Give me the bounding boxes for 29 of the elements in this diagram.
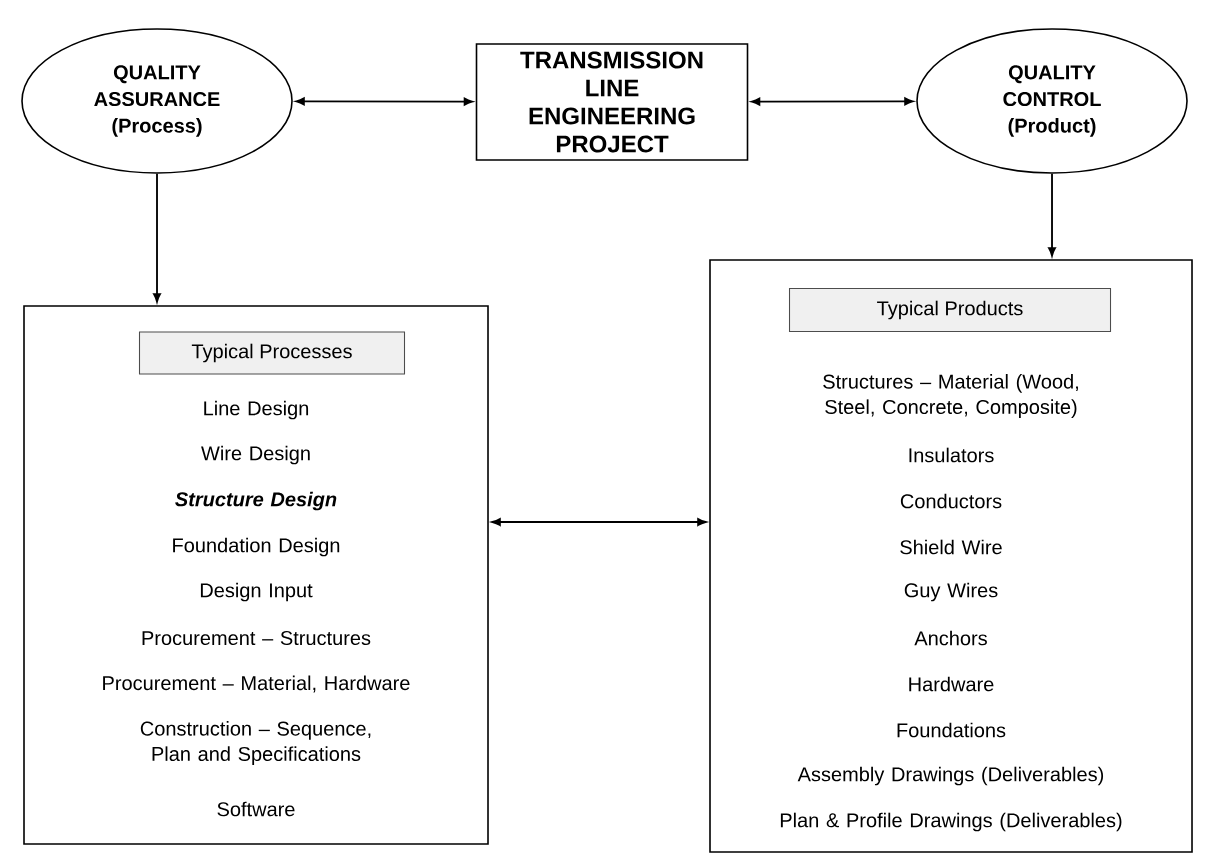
- arrow: [153, 172, 161, 303]
- list-item: Conductors: [900, 493, 1002, 509]
- list-item: Hardware: [909, 676, 994, 692]
- list-item: Foundations: [897, 722, 1006, 738]
- list-item: Wire Design: [201, 445, 310, 465]
- list-item: Design Input: [200, 582, 313, 602]
- arrow: [1048, 172, 1056, 257]
- list-item: Insulators: [909, 447, 994, 463]
- list-box: [709, 259, 1193, 853]
- list-item: Line Design: [204, 400, 309, 420]
- list-item: Plan & Profile Drawings (Deliverables): [780, 812, 1122, 832]
- heading-box: Typical Products: [788, 287, 1112, 333]
- list-box: [23, 305, 489, 845]
- arrow: [751, 97, 914, 106]
- heading-box: Typical Processes: [138, 331, 406, 375]
- arrow: [491, 518, 707, 526]
- list-item: Assembly Drawings (Deliverables): [797, 766, 1104, 786]
- project-box: TRANSMISSION LINE ENGINEERING PROJECT: [475, 43, 749, 161]
- list-item: Procurement – Material, Hardware: [103, 675, 410, 693]
- list-item: Guy Wires: [904, 582, 998, 602]
- list-item: Structures – Material (Wood, Steel, Concrete, Composite): [823, 374, 1078, 418]
- list-item: Shield Wire: [900, 539, 1002, 555]
- list-item: Anchors: [914, 630, 987, 646]
- list-item: Foundation Design: [173, 537, 340, 557]
- list-item: Structure Design: [175, 491, 337, 511]
- list-item: Software: [217, 801, 295, 817]
- list-item: Procurement – Structures: [142, 630, 371, 646]
- arrow: [295, 97, 473, 106]
- list-item: Construction – Sequence, Plan and Specifications: [140, 721, 371, 765]
